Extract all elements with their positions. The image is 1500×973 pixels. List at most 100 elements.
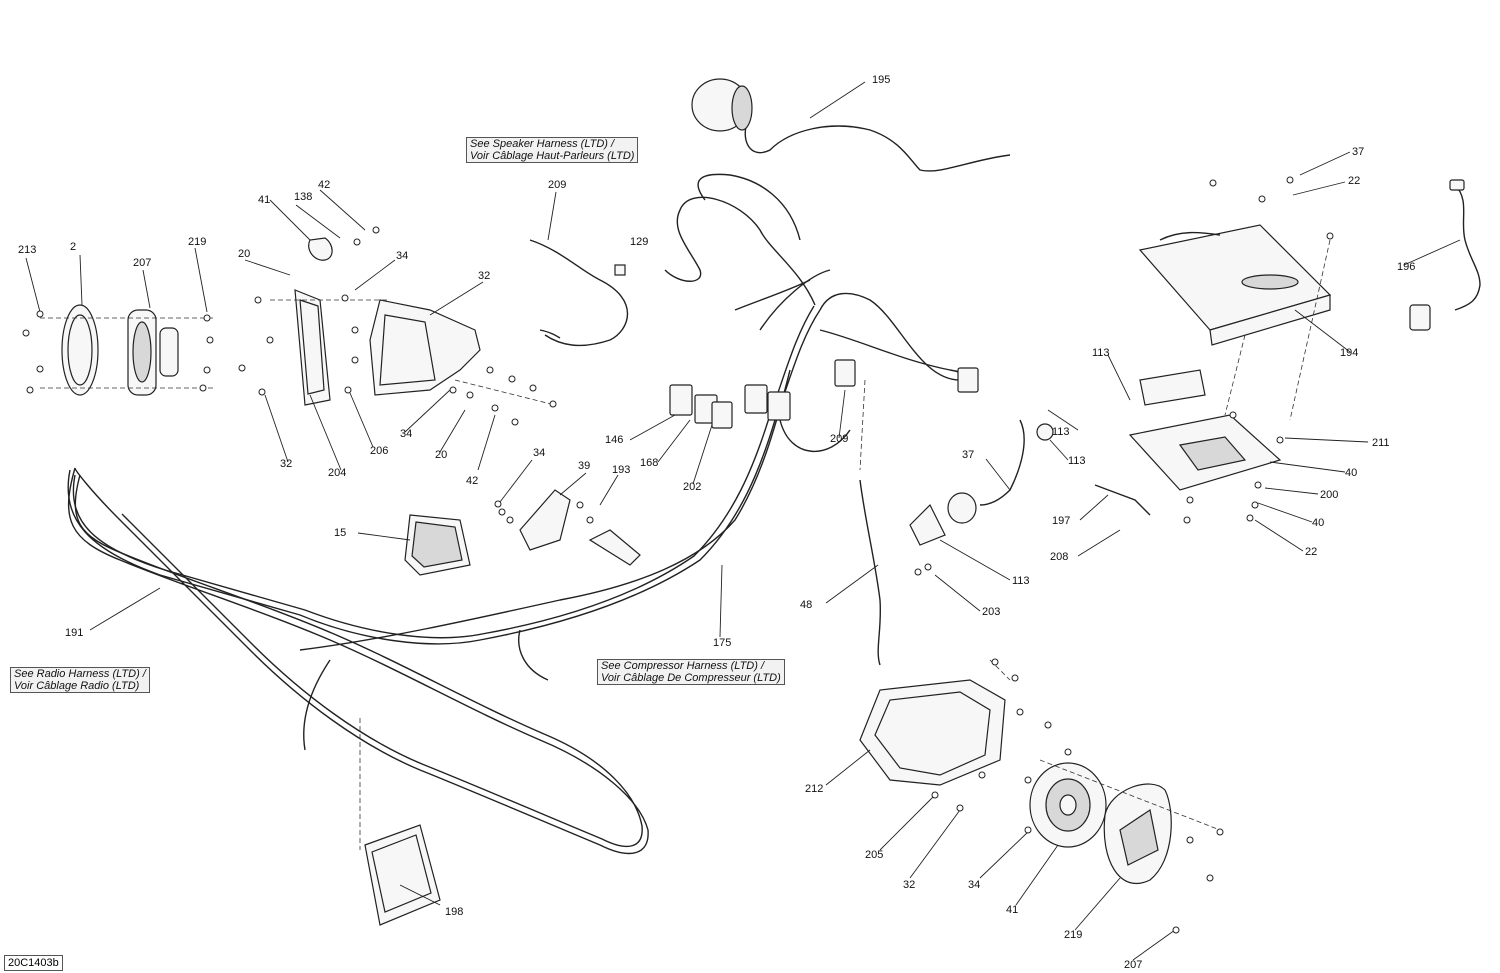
part-number-label: 34 [968,879,980,891]
radio-note-line-2: Voir Câblage Radio (LTD) [14,680,140,692]
grommet-211 [1036,423,1054,441]
left-speaker-219 [127,309,179,396]
relay-175 [711,401,733,429]
mounting-bracket-200 [1128,414,1282,491]
main-harness [67,173,979,751]
compressor-note-line-2: Voir Câblage De Compresseur (LTD) [601,672,781,684]
leader-lines [25,81,1461,961]
speaker-note-line-1: See Speaker Harness (LTD) / [470,138,615,150]
connector-196 [1409,304,1431,331]
cable-tie-208 [1094,484,1151,516]
control-module-212 [364,824,441,926]
loop-harness-198 [67,467,649,855]
speaker-harness-note: See Speaker Harness (LTD) / Voir Câblage… [466,137,639,163]
part-number-label: 113 [1052,426,1070,438]
power-socket-197 [947,492,977,524]
part-number-label: 37 [962,449,974,461]
alignment-lines [40,239,1331,850]
part-number-label: 32 [280,458,292,470]
part-number-label: 48 [800,599,812,611]
part-number-label: 198 [445,906,463,918]
part-number-label: 195 [872,74,890,86]
part-number-label: 41 [1006,904,1018,916]
phone-holder-191 [404,514,471,576]
part-number-label: 42 [466,475,478,487]
part-number-label: 219 [188,236,206,248]
part-number-label: 213 [18,244,36,256]
usb-plug-15 [588,529,641,566]
part-number-label: 34 [396,250,408,262]
part-number-label: 207 [133,257,151,269]
part-number-label: 41 [258,194,270,206]
part-number-label: 209 [548,179,566,191]
part-number-label: 113 [1092,347,1110,359]
reference-code: 20C1403b [4,955,63,971]
left-speaker-grille-207 [61,304,99,396]
part-number-label: 207 [1124,959,1142,971]
part-number-label: 20 [435,449,447,461]
antenna-195 [691,78,753,132]
bracket-138 [308,237,333,261]
part-number-label: 205 [865,849,883,861]
part-number-label: 113 [1012,575,1030,587]
compressor-note-line-1: See Compressor Harness (LTD) / [601,660,765,672]
part-number-label: 37 [1352,146,1364,158]
part-number-label: 204 [328,467,346,479]
connector-146 [834,359,856,387]
connector-block [744,384,791,421]
part-number-label: 42 [318,179,330,191]
antenna-wire-195 [744,119,1011,172]
part-number-label: 194 [1340,347,1358,359]
wire-197 [979,419,1025,506]
part-number-label: 203 [982,606,1000,618]
part-number-label: 34 [533,447,545,459]
part-number-label: 208 [1050,551,1068,563]
part-number-label: 15 [334,527,346,539]
compressor-harness-note: See Compressor Harness (LTD) / Voir Câbl… [597,659,785,685]
wire-196 [1454,184,1481,311]
part-number-label: 40 [1345,467,1357,479]
speaker-note-line-2: Voir Câblage Haut-Parleurs (LTD) [470,150,635,162]
connector-right [957,367,979,393]
part-number-label: 34 [400,428,412,440]
part-number-label: 197 [1052,515,1070,527]
part-number-label: 219 [1064,929,1082,941]
part-number-label: 175 [713,637,731,649]
left-speaker-enclosure-204 [369,299,481,396]
part-number-label: 200 [1320,489,1338,501]
part-number-label: 113 [1068,455,1086,467]
part-number-label: 196 [1397,261,1415,273]
part-number-label: 146 [605,434,623,446]
speaker-wire-209-lower [859,479,882,666]
part-number-label: 39 [578,460,590,472]
bracket-203 [909,503,946,546]
part-number-label: 129 [630,236,648,248]
part-number-label: 22 [1305,546,1317,558]
plug-196 [1449,179,1465,191]
clip-113 [1139,369,1206,406]
part-number-label: 202 [683,481,701,493]
part-number-label: 206 [370,445,388,457]
radio-note-line-1: See Radio Harness (LTD) / [14,668,146,680]
left-speaker-bracket-206 [294,289,331,406]
right-speaker-enclosure-205 [859,679,1006,786]
part-number-label: 32 [478,270,490,282]
right-speaker-219 [1029,762,1107,848]
part-number-label: 193 [612,464,630,476]
part-number-label: 212 [805,783,823,795]
right-speaker-grille-207 [1103,783,1172,885]
radio-harness-note: See Radio Harness (LTD) / Voir Câblage R… [10,667,150,693]
connector-129 [614,264,626,276]
relay-168 [669,384,693,416]
part-number-label: 2 [70,241,76,253]
speaker-wire-209-upper [529,239,629,347]
part-number-label: 40 [1312,517,1324,529]
part-number-label: 22 [1348,175,1360,187]
part-number-labels: 1953722209129196194113113113211402004022… [18,74,1415,971]
part-number-label: 32 [903,879,915,891]
part-number-label: 209 [830,433,848,445]
part-number-label: 168 [640,457,658,469]
hardware [22,176,1334,934]
